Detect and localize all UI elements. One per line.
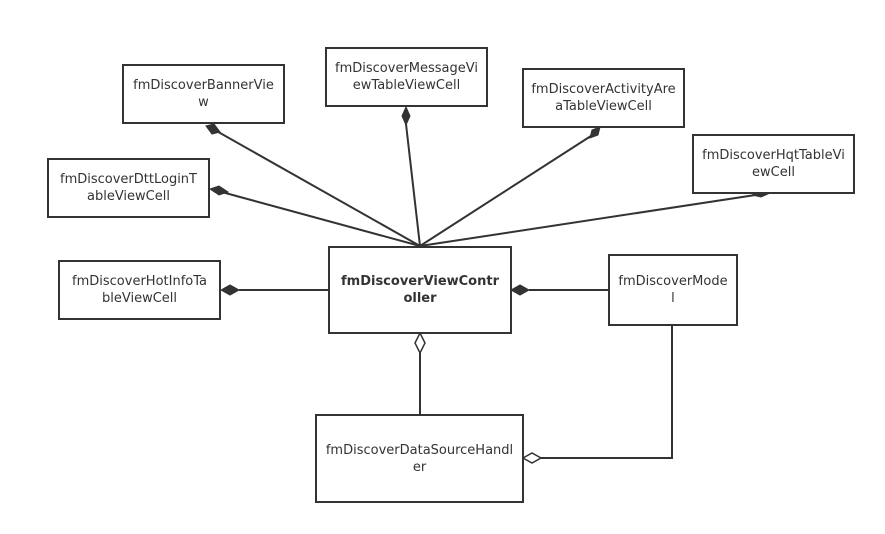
composition-diamond-message	[401, 105, 411, 127]
node-dtt-line2: ableViewCell	[87, 189, 170, 204]
node-hqt-line1: fmDiscoverHqtTableVi	[702, 148, 845, 163]
node-hotinfo: fmDiscoverHotInfoTa bleViewCell	[58, 260, 221, 320]
node-dtt: fmDiscoverDttLoginT ableViewCell	[47, 158, 210, 218]
node-model: fmDiscoverMode l	[608, 254, 738, 326]
node-model-line1: fmDiscoverMode	[618, 274, 728, 289]
node-message-line1: fmDiscoverMessageVi	[335, 61, 478, 76]
edge-dtt-controller	[217, 190, 421, 247]
node-banner-line2: w	[198, 95, 209, 110]
aggregation-diamond-model	[521, 452, 543, 464]
edge-model-datasource	[541, 325, 673, 459]
node-model-line2: l	[671, 291, 675, 306]
node-hotinfo-line1: fmDiscoverHotInfoTa	[72, 274, 207, 289]
composition-diamond-banner	[205, 123, 221, 135]
edge-banner-controller	[212, 128, 421, 247]
node-hqt: fmDiscoverHqtTableVi ewCell	[692, 134, 855, 194]
node-controller: fmDiscoverViewContr oller	[328, 246, 512, 334]
node-controller-line1: fmDiscoverViewContr	[341, 274, 499, 289]
node-banner: fmDiscoverBannerVie w	[122, 64, 285, 124]
node-datasource-line1: fmDiscoverDataSourceHandl	[325, 442, 514, 458]
node-banner-line1: fmDiscoverBannerVie	[133, 78, 274, 93]
node-message-line2: ewTableViewCell	[352, 78, 461, 93]
edge-hqt-controller	[419, 193, 763, 247]
node-activity: fmDiscoverActivityAre aTableViewCell	[522, 68, 685, 128]
node-message: fmDiscoverMessageVi ewTableViewCell	[325, 47, 488, 107]
aggregation-diamond-datasource	[414, 331, 426, 355]
node-datasource-line2: er	[412, 459, 427, 475]
composition-diamond-activity	[589, 126, 601, 139]
node-dtt-line1: fmDiscoverDttLoginT	[60, 172, 197, 187]
node-activity-line1: fmDiscoverActivityAre	[531, 82, 676, 97]
node-controller-line2: oller	[403, 291, 437, 306]
composition-diamond-hotinfo	[219, 284, 241, 296]
composition-diamond-dtt	[208, 185, 230, 196]
edge-activity-controller	[419, 133, 595, 247]
edge-message-controller	[405, 123, 421, 247]
node-activity-line2: aTableViewCell	[555, 99, 652, 114]
node-hqt-line2: ewCell	[752, 165, 795, 180]
composition-diamond-model	[509, 284, 531, 296]
node-hotinfo-line2: bleViewCell	[101, 291, 177, 306]
